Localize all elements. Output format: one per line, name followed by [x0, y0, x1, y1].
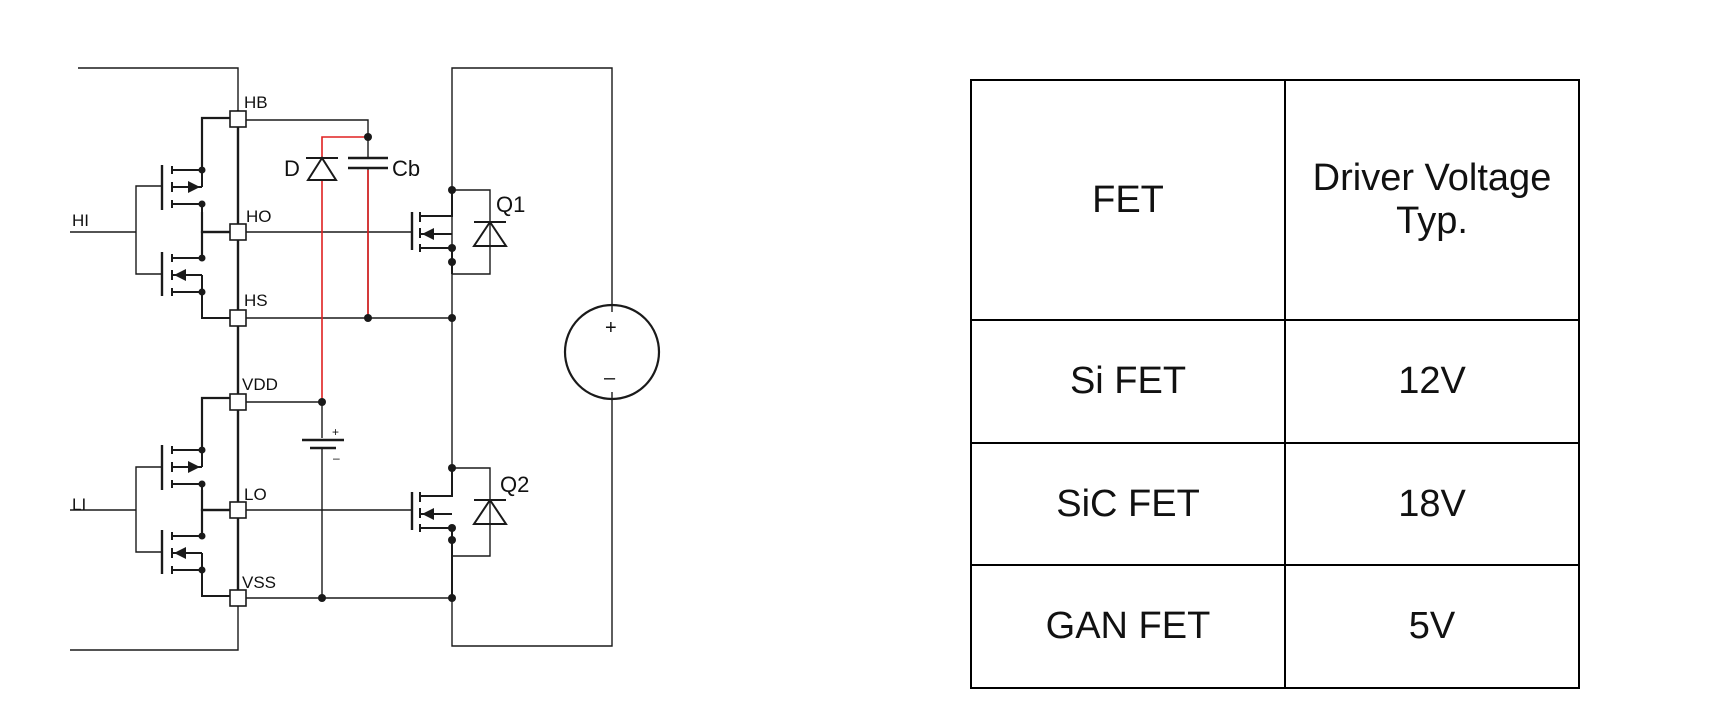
header-fet: FET [970, 79, 1286, 321]
pin-vdd [229, 393, 247, 411]
header-driver-voltage: Driver Voltage Typ. [1284, 79, 1580, 321]
bootstrap-diode [306, 156, 338, 181]
driver-voltage-table: FET Driver Voltage Typ. Si FET 12V SiC F… [970, 79, 1580, 689]
source-minus: – [604, 367, 616, 389]
label-q2: Q2 [500, 472, 529, 497]
pin-lo [229, 501, 247, 519]
pin-vss [229, 589, 247, 607]
table-row: GAN FET 5V [970, 564, 1580, 689]
battery-minus: – [333, 451, 340, 465]
table-header-row: FET Driver Voltage Typ. [970, 79, 1580, 321]
pin-hs [229, 309, 247, 327]
cell-voltage: 12V [1284, 318, 1580, 444]
cell-fet: SiC FET [970, 441, 1286, 567]
driver-pins [229, 110, 247, 607]
table-row: SiC FET 18V [970, 441, 1580, 567]
battery-plus: + [332, 425, 339, 439]
pin-hb [229, 110, 247, 128]
input-label-li: LI [72, 495, 86, 514]
cell-fet: Si FET [970, 318, 1286, 444]
high-side-inverter [70, 116, 238, 319]
pin-label-vdd: VDD [242, 375, 278, 394]
label-q1: Q1 [496, 192, 525, 217]
cell-fet: GAN FET [970, 564, 1286, 689]
q1-mosfet [410, 67, 613, 318]
pin-label-lo: LO [244, 485, 267, 504]
pin-label-ho: HO [246, 207, 272, 226]
q2-mosfet [410, 318, 613, 647]
source-plus: + [605, 317, 617, 339]
pin-ho [229, 223, 247, 241]
label-diode: D [284, 156, 300, 181]
cell-voltage: 18V [1284, 441, 1580, 567]
gate-driver-schematic: + – HB HO HS VDD LO VSS HI LI D Cb Q1 Q2… [70, 67, 661, 651]
pin-label-vss: VSS [242, 573, 276, 592]
frame-lines [70, 67, 239, 651]
bootstrap-path [321, 136, 369, 400]
dc-voltage-source [563, 303, 661, 401]
pin-label-hs: HS [244, 291, 268, 310]
vdd-battery [302, 402, 344, 598]
cell-voltage: 5V [1284, 564, 1580, 689]
label-capacitor: Cb [392, 156, 420, 181]
input-label-hi: HI [72, 211, 89, 230]
low-side-inverter [70, 396, 238, 597]
pin-label-hb: HB [244, 93, 268, 112]
table-row: Si FET 12V [970, 318, 1580, 444]
